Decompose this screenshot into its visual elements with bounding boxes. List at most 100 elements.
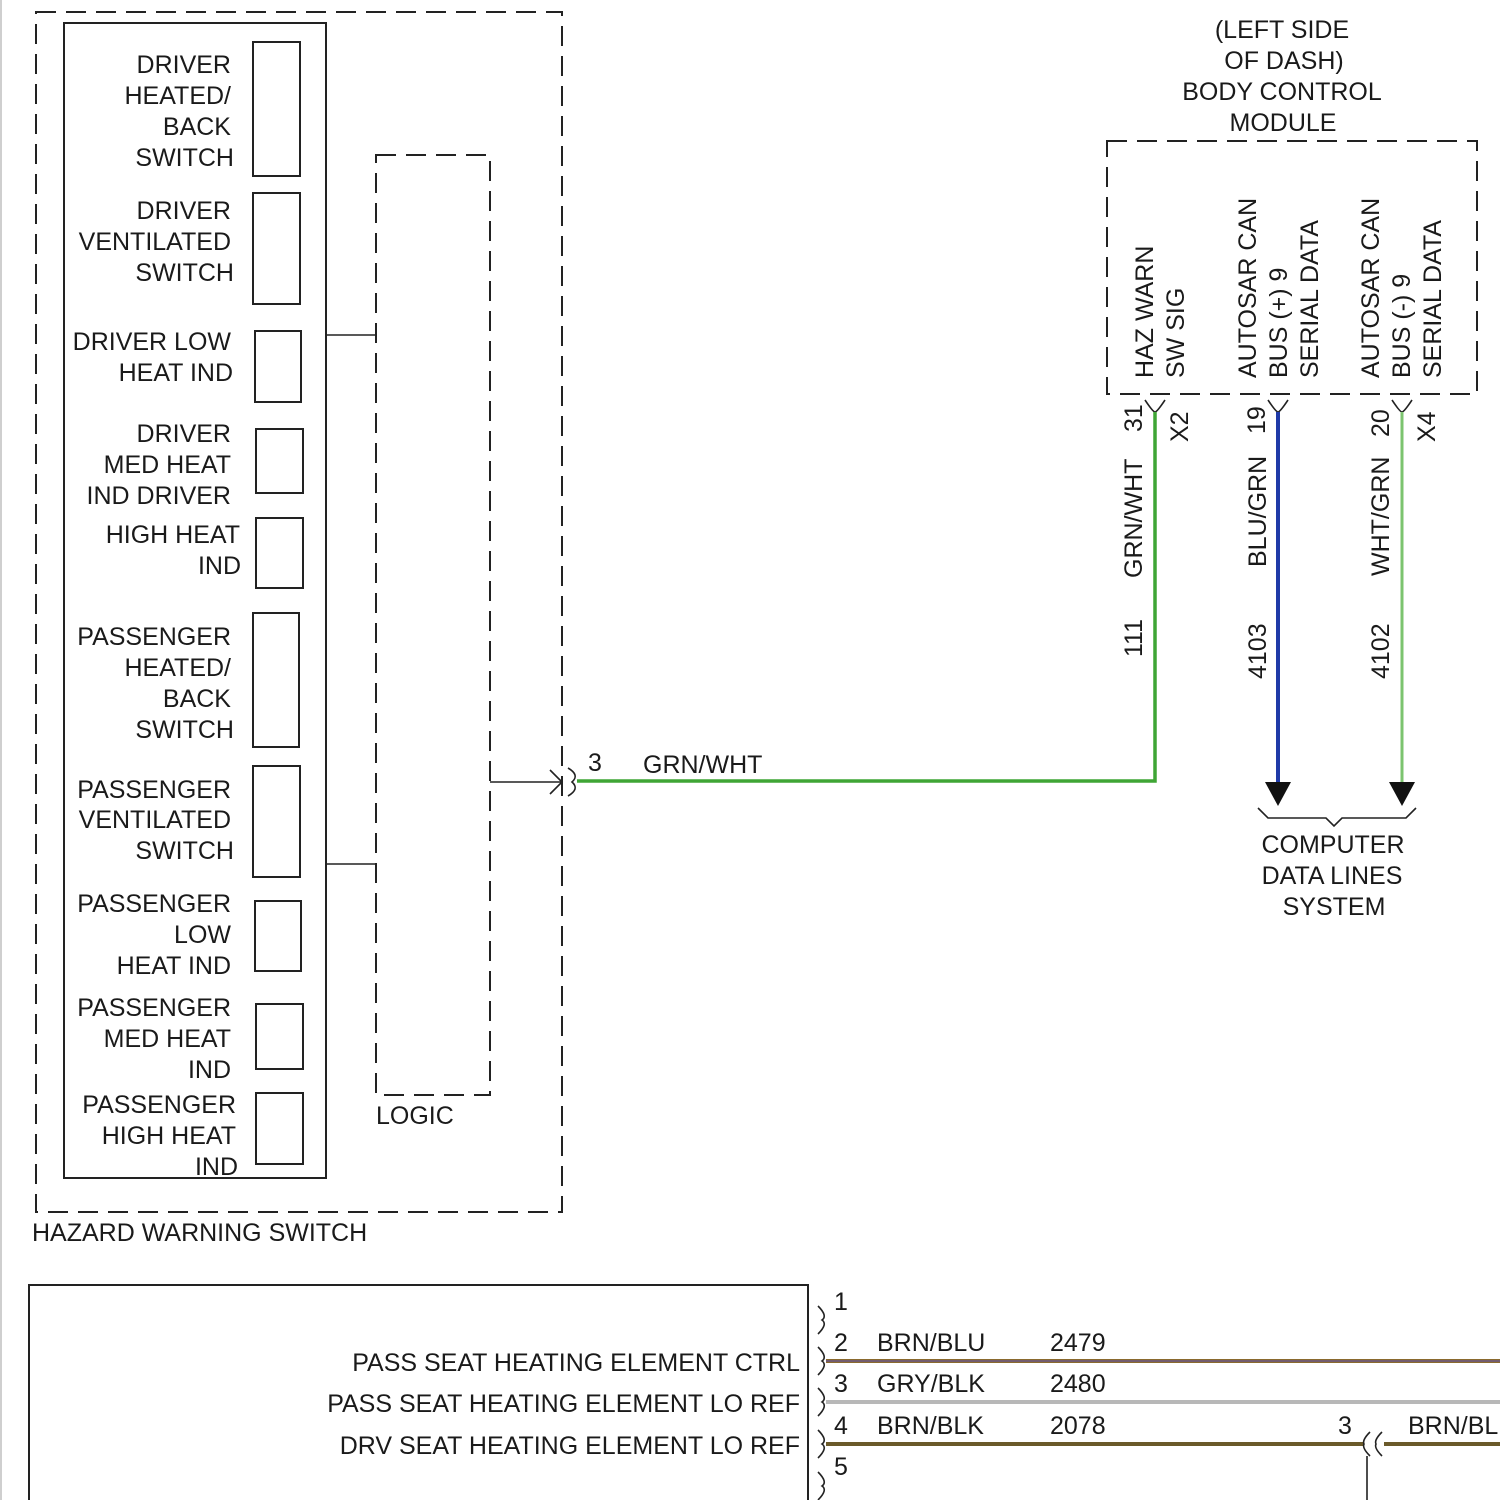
seat-pin2-number: 2 (834, 1329, 848, 1357)
svg-text:MED HEAT: MED HEAT (104, 451, 231, 479)
svg-text:PASSENGER: PASSENGER (77, 890, 231, 918)
wire-wht-grn-circuit-label: 4102 (1367, 623, 1395, 679)
wire-grn-wht (577, 412, 1155, 781)
svg-text:SERIAL DATA: SERIAL DATA (1419, 220, 1447, 378)
svg-text:SERIAL DATA: SERIAL DATA (1296, 220, 1324, 378)
svg-text:MED HEAT: MED HEAT (104, 1025, 231, 1053)
seat-pin3-number: 3 (834, 1370, 848, 1398)
svg-text:BUS (+) 9: BUS (+) 9 (1265, 268, 1293, 378)
svg-text:PASSENGER: PASSENGER (77, 623, 231, 651)
seat-module-label-pass-ctrl: PASS SEAT HEATING ELEMENT CTRL (352, 1349, 800, 1377)
hazard-switch-title: HAZARD WARNING SWITCH (32, 1219, 367, 1247)
svg-text:SWITCH: SWITCH (135, 716, 234, 744)
inline-connector-color-label: BRN/BL (1408, 1412, 1498, 1440)
high-heat-ind-box (256, 518, 303, 588)
seat-pin5-connector-icon (818, 1472, 824, 1500)
seat-wire3-color-label: GRY/BLK (877, 1370, 985, 1398)
output-wire-color-label: GRN/WHT (643, 751, 762, 779)
svg-text:HIGH HEAT: HIGH HEAT (102, 1122, 236, 1150)
wire-blu-grn-circuit-label: 4103 (1244, 623, 1272, 679)
svg-text:IND: IND (195, 1153, 238, 1181)
seat-pin2-connector-icon (818, 1347, 824, 1375)
seat-module-label-drv-lo-ref: DRV SEAT HEATING ELEMENT LO REF (340, 1432, 800, 1460)
svg-text:IND DRIVER: IND DRIVER (87, 482, 231, 510)
seat-pin1-connector-icon (818, 1306, 824, 1334)
wires (577, 412, 1415, 806)
seat-pin3-connector-icon (818, 1388, 824, 1416)
bcm-pin20-number: 20 (1367, 409, 1395, 437)
svg-text:DRIVER: DRIVER (137, 420, 231, 448)
inline-connector-pin: 3 (1338, 1412, 1352, 1440)
svg-text:LOW: LOW (174, 921, 231, 949)
seat-pin1-number: 1 (834, 1288, 848, 1316)
seat-module-label-pass-lo-ref: PASS SEAT HEATING ELEMENT LO REF (327, 1390, 800, 1418)
component-label-driver-ventilated-switch: DRIVER VENTILATED SWITCH (79, 197, 234, 287)
svg-text:BACK: BACK (163, 113, 231, 141)
bcm-pin20-connector-icon (1392, 400, 1412, 412)
bcm-pin19-connector-icon (1268, 400, 1288, 412)
svg-text:HIGH HEAT: HIGH HEAT (106, 521, 240, 549)
data-lines-brace (1258, 808, 1416, 826)
svg-text:SWITCH: SWITCH (135, 259, 234, 287)
svg-text:IND: IND (198, 552, 241, 580)
component-label-passenger-heated-back-switch: PASSENGER HEATED/ BACK SWITCH (77, 623, 234, 744)
driver-heated-back-switch-box (253, 42, 300, 176)
body-control-module: (LEFT SIDE OF DASH) BODY CONTROL MODULE … (1107, 16, 1477, 679)
component-label-passenger-ventilated-switch: PASSENGER VENTILATED SWITCH (77, 776, 234, 865)
logic-label: LOGIC (376, 1102, 454, 1130)
seat-wire4-circuit-label: 2078 (1050, 1412, 1106, 1440)
bcm-pin31-connector-id: X2 (1166, 411, 1194, 442)
passenger-low-heat-ind-box (255, 901, 301, 971)
component-label-high-heat-ind: HIGH HEAT IND (106, 521, 241, 580)
svg-text:VENTILATED: VENTILATED (79, 228, 231, 256)
svg-text:PASSENGER: PASSENGER (77, 994, 231, 1022)
svg-text:HEAT IND: HEAT IND (119, 359, 233, 387)
svg-text:SWITCH: SWITCH (135, 837, 234, 865)
bcm-pin-label-can-minus: AUTOSAR CAN BUS (-) 9 SERIAL DATA (1357, 198, 1447, 378)
passenger-med-heat-ind-box (256, 1004, 303, 1069)
output-connector-icon (568, 768, 575, 796)
driver-med-heat-ind-box (256, 429, 303, 493)
seat-wire4-color-label: BRN/BLK (877, 1412, 984, 1440)
data-lines-label-line2: DATA LINES (1262, 862, 1403, 890)
arrow-head-icon-blu-grn (1265, 782, 1291, 806)
seat-heating-module: PASS SEAT HEATING ELEMENT CTRL PASS SEAT… (29, 1285, 1500, 1500)
wire-grn-wht-circuit-label: 111 (1120, 619, 1148, 657)
svg-text:DRIVER: DRIVER (137, 51, 231, 79)
driver-low-heat-ind-box (255, 331, 301, 402)
svg-text:SW SIG: SW SIG (1162, 288, 1190, 378)
component-label-driver-heated-back-switch: DRIVER HEATED/ BACK SWITCH (125, 51, 235, 172)
svg-text:PASSENGER: PASSENGER (77, 776, 231, 804)
seat-wire3-circuit-label: 2480 (1050, 1370, 1106, 1398)
driver-ventilated-switch-box (253, 193, 300, 304)
svg-text:AUTOSAR CAN: AUTOSAR CAN (1234, 198, 1262, 378)
data-lines-label-line1: COMPUTER (1261, 831, 1404, 859)
wire-grn-wht-color-label: GRN/WHT (1120, 459, 1148, 578)
logic-block (376, 155, 490, 1095)
bcm-name-line1: BODY CONTROL (1182, 78, 1382, 106)
bcm-pin-label-haz-warn: HAZ WARN SW SIG (1131, 246, 1190, 378)
output-pin-number: 3 (588, 749, 602, 777)
svg-text:HEATED/: HEATED/ (125, 82, 232, 110)
inline-connector-icon (1364, 1432, 1382, 1456)
seat-wire2-circuit-label: 2479 (1050, 1329, 1106, 1357)
component-label-passenger-med-heat-ind: PASSENGER MED HEAT IND (77, 994, 231, 1084)
bcm-pin31-connector-icon (1145, 400, 1165, 412)
arrow-head-icon-wht-grn (1389, 782, 1415, 806)
passenger-heated-back-switch-box (253, 613, 299, 747)
svg-text:VENTILATED: VENTILATED (79, 806, 231, 834)
svg-text:SWITCH: SWITCH (135, 144, 234, 172)
passenger-high-heat-ind-box (256, 1093, 303, 1164)
bcm-location-line2: OF DASH) (1224, 47, 1343, 75)
svg-text:HAZ WARN: HAZ WARN (1131, 246, 1159, 378)
svg-text:IND: IND (188, 1056, 231, 1084)
svg-text:HEATED/: HEATED/ (125, 654, 232, 682)
svg-text:DRIVER LOW: DRIVER LOW (73, 328, 232, 356)
bcm-name-line2: MODULE (1230, 109, 1337, 137)
bcm-pin20-connector-id: X4 (1413, 411, 1441, 442)
data-lines-label-line3: SYSTEM (1283, 893, 1386, 921)
component-label-passenger-high-heat-ind: PASSENGER HIGH HEAT IND (82, 1091, 238, 1181)
computer-data-lines-system: COMPUTER DATA LINES SYSTEM (1258, 808, 1416, 921)
